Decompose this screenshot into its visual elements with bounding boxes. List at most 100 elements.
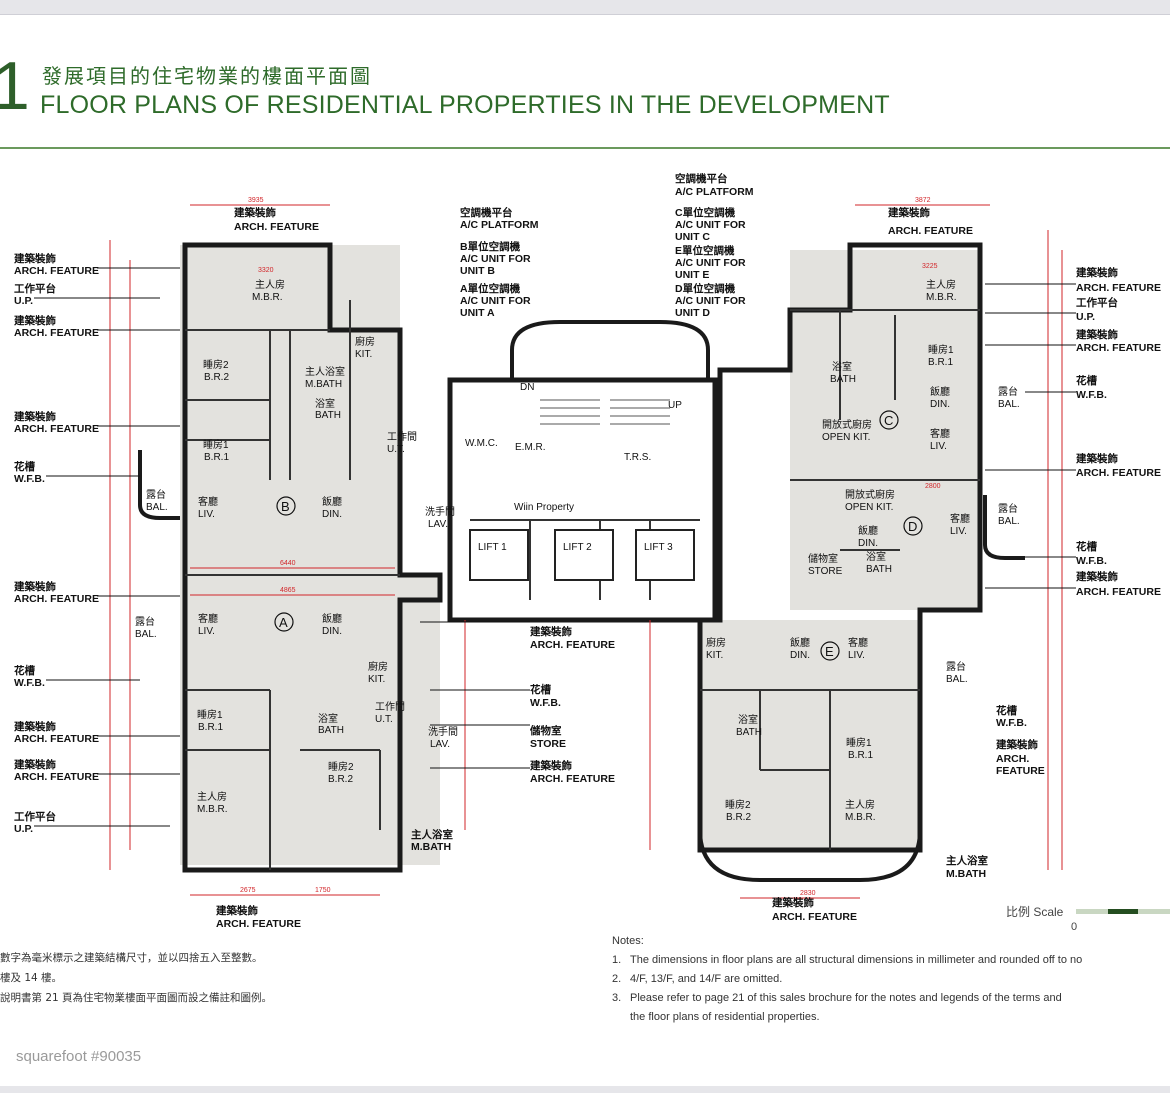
note-row-1: 1.The dimensions in floor plans are all … [612,951,1170,970]
a-lav-en: LAV. [430,739,450,750]
b-br2-en: B.R.2 [204,372,229,383]
note-zh-1: 數字為毫米標示之建築結構尺寸，並以四捨五入至整數。 [0,952,263,964]
callout-up-2-zh: 工作平台 [14,810,56,823]
a-bath-zh: 浴室 [318,712,338,725]
interior-walls [185,300,980,870]
unit-e-bay [698,770,922,882]
note-zh-2: 樓及 14 樓。 [0,972,63,984]
dim-e-bottom: 2830 [800,890,816,897]
c-bath-en: BATH [830,374,856,385]
d-bal-en: BAL. [998,516,1020,527]
callout-r-arch-1-zh: 建築裝飾 [1075,266,1118,279]
callout-store-en: STORE [530,738,566,750]
b-mbath-zh: 主人浴室 [305,365,345,378]
wall-units-a-b [182,242,443,873]
callout-acp-2-zh: 空調機平台 [675,172,728,185]
page-title-en: FLOOR PLANS OF RESIDENTIAL PROPERTIES IN… [40,91,890,119]
notes-zh-block: 數字為毫米標示之建築結構尺寸，並以四捨五入至整數。 樓及 14 樓。 說明書第 … [0,948,272,1008]
e-din-zh: 飯廳 [790,636,810,649]
a-lav-zh: 洗手間 [428,725,458,738]
callout-up-1-zh: 工作平台 [14,282,56,295]
callout-mbath-e-en: M.BATH [946,868,986,880]
unit-e-fill [700,620,920,850]
e-liv-en: LIV. [848,650,865,661]
callout-acp-1-en: A/C PLATFORM [460,219,539,231]
d-bath-en: BATH [866,564,892,575]
callout-r-arch-2-zh: 建築裝飾 [1075,328,1118,341]
scale-label: 比例 Scale [1006,905,1064,919]
callout-r-arch-2-en: ARCH. FEATURE [1076,342,1161,354]
e-kit-en: KIT. [706,650,723,661]
callout-acc-en2: UNIT C [675,231,710,243]
b-mbr-zh: 主人房 [255,278,285,291]
unit-a-marker: A [279,615,288,630]
callout-r-up-en: U.P. [1076,311,1095,323]
callout-arch-bot-e-zh: 建築裝飾 [771,896,814,909]
callout-arch-5-en: ARCH. FEATURE [14,733,99,745]
note-row-4: the floor plans of residential propertie… [612,1008,1170,1027]
callout-arch-5-zh: 建築裝飾 [13,720,56,733]
callout-r-wfb-3-zh: 花槽 [996,704,1017,717]
scale-zero: 0 [1071,921,1078,933]
lifts: LIFT 1 LIFT 2 LIFT 3 DN UP E.M.R. T.R.S.… [465,382,695,581]
e-bal-zh: 露台 [946,660,966,673]
callout-arch-top-en: ARCH. FEATURE [234,221,319,233]
a-din-en: DIN. [322,626,342,637]
b-br1-zh: 睡房1 [203,438,229,451]
callout-acb-en1: A/C UNIT FOR [460,253,531,265]
b-ut-en: U.T. [387,444,405,455]
callout-up-2-en: U.P. [14,823,33,835]
title-divider [0,147,1170,149]
callout-wfb-2-en: W.F.B. [14,677,45,689]
b-bath-en: BATH [315,410,341,421]
callout-arch-mid2-zh: 建築裝飾 [529,759,572,772]
a-bal-en: BAL. [135,629,157,640]
unit-a-fill [180,575,440,865]
callouts-center: 空調機平台 A/C PLATFORM B單位空調機 A/C UNIT FOR U… [460,172,973,923]
lift-3 [635,529,695,581]
c-liv-zh: 客廳 [930,427,950,440]
d-liv-en: LIV. [950,526,967,537]
lift-2-label: LIFT 2 [563,542,592,553]
a-kit-en: KIT. [368,674,385,685]
unit-c-marker: C [884,413,893,428]
callout-acc-zh: C單位空調機 [675,206,736,219]
callout-wfb-mid-en: W.F.B. [530,697,561,709]
room-labels: 主人房 M.B.R. 睡房2 B.R.2 睡房1 B.R.1 客廳 LIV. 飯… [135,278,1020,823]
scale-bar [1076,909,1170,914]
bottom-bar [0,1086,1170,1093]
unit-fills [180,245,980,865]
dim-b-top: 3935 [248,197,264,204]
callout-arch-2-zh: 建築裝飾 [13,314,56,327]
e-kit-zh: 廚房 [706,636,726,649]
unit-c-fill [790,250,980,480]
chapter-number: 1 [0,48,30,124]
b-ut-zh: 工作間 [387,431,417,443]
callouts-left: 建築裝飾 ARCH. FEATURE 工作平台 U.P. 建築裝飾 ARCH. … [13,206,453,930]
a-ut-en: U.T. [375,714,393,725]
callout-acp-2-en: A/C PLATFORM [675,186,754,198]
stair-up: UP [668,400,682,411]
e-br2-en: B.R.2 [726,812,751,823]
stair-treads [540,399,670,425]
footer-watermark: squarefoot #90035 [16,1048,142,1065]
b-bal-zh: 露台 [146,488,166,501]
b-din-en: DIN. [322,509,342,520]
callout-r-arch-5-zh: 建築裝飾 [995,738,1038,751]
d-store-en: STORE [808,566,843,577]
c-mbr-zh: 主人房 [926,278,956,291]
unit-d-bal-wall [983,495,1025,560]
b-din-zh: 飯廳 [322,495,342,508]
b-kit-en: KIT. [355,349,372,360]
callout-wfb-1-en: W.F.B. [14,473,45,485]
b-mbath-en: M.BATH [305,379,342,390]
a-br2-zh: 睡房2 [328,760,354,773]
callout-arch-mid-en: ARCH. FEATURE [530,639,615,651]
e-din-en: DIN. [790,650,810,661]
e-bath-en: BATH [736,727,762,738]
note-4: the floor plans of residential propertie… [630,1011,820,1023]
e-mbr-en: M.B.R. [845,812,876,823]
callout-arch-3-en: ARCH. FEATURE [14,423,99,435]
callout-r-arch-5-a: ARCH. [996,753,1029,765]
d-din-en: DIN. [858,538,878,549]
